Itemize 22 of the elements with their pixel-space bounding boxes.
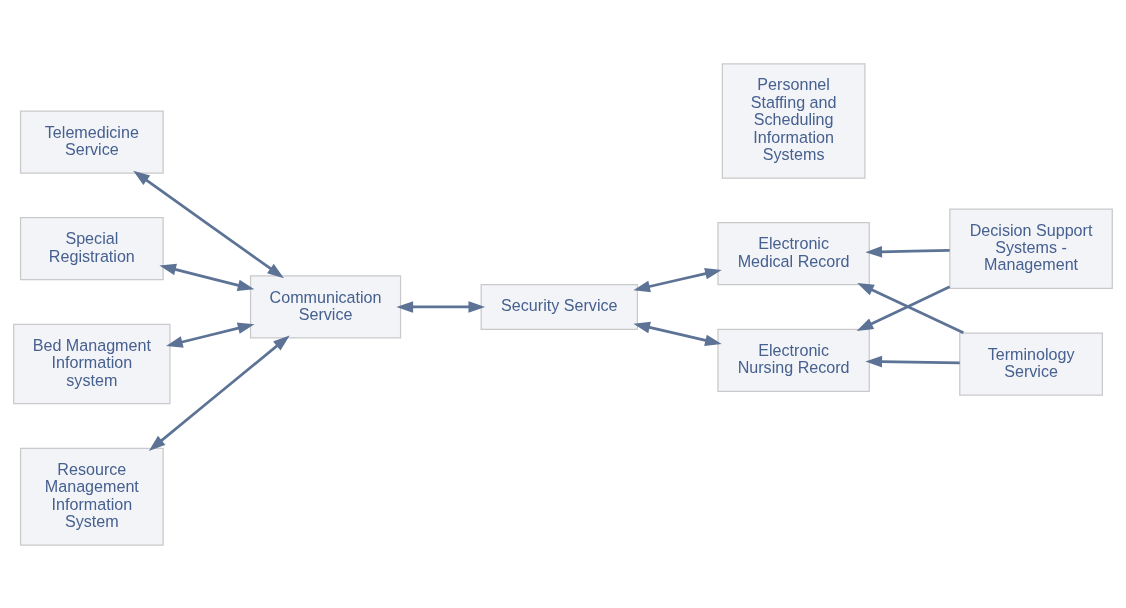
- arrow: [633, 321, 722, 346]
- arrow: [148, 334, 290, 451]
- arrow: [857, 282, 964, 334]
- arrow: [865, 355, 960, 367]
- node-box: Security Service: [480, 283, 638, 330]
- arrow: [865, 245, 950, 258]
- node-box: Communication Service: [249, 274, 402, 339]
- node-box: Electronic Medical Record: [717, 221, 870, 285]
- arrow: [159, 263, 255, 291]
- node-box: Telemedicine Service: [19, 109, 164, 174]
- arrow: [396, 300, 486, 313]
- arrow: [133, 170, 284, 278]
- node-box: Personnel Staffing and Scheduling Information Systems: [721, 62, 866, 179]
- node-box: Terminology Service: [959, 331, 1103, 396]
- arrow: [166, 322, 255, 348]
- arrow: [633, 267, 722, 292]
- node-box: Electronic Nursing Record: [717, 328, 870, 392]
- node-box: Special Registration: [19, 216, 164, 280]
- node-box: Bed Managment Information system: [13, 323, 171, 404]
- arrow: [856, 285, 951, 331]
- node-box: Resource Management Information System: [19, 447, 164, 546]
- node-box: Decision Support Systems - Management: [949, 207, 1113, 289]
